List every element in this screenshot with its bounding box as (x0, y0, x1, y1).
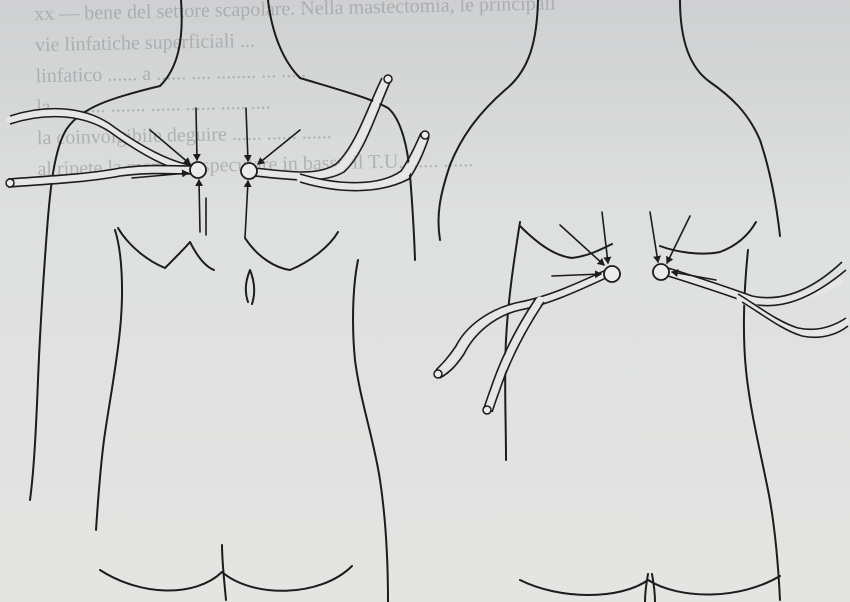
vessel-tip (421, 131, 429, 139)
vessel-tip (6, 179, 14, 187)
vessel-right-up-b (255, 82, 390, 180)
arrow (560, 225, 604, 265)
vessel-back-left-d (492, 302, 544, 412)
back-left-shoulder-line (438, 0, 538, 240)
front-torso-outline (30, 0, 415, 602)
back-left-arrows (552, 212, 608, 276)
arrow (258, 130, 300, 164)
vessel-tip (384, 75, 392, 83)
right-breast-fold (245, 232, 338, 270)
right-side-line (353, 260, 388, 602)
lymph-node-left-axilla (190, 162, 206, 178)
back-right-lymph-vessels (668, 262, 848, 337)
back-right-shoulder-line (680, 0, 780, 236)
left-waist-line (96, 230, 122, 530)
arrow (196, 108, 197, 160)
back-torso-outline (438, 0, 780, 602)
left-breast-fold (118, 228, 190, 268)
back-right-hip-curve (648, 576, 780, 595)
center-line-bottom (222, 545, 226, 600)
gluteal-cleft (645, 574, 648, 602)
arrow (650, 212, 658, 262)
arrow (246, 108, 248, 161)
arrow (245, 181, 248, 238)
gluteal-cleft-2 (652, 574, 655, 602)
vessel-tip (434, 370, 442, 378)
lymph-node-back-right (653, 264, 669, 280)
arrow (602, 212, 608, 263)
lymph-node-back-left (604, 266, 620, 282)
left-hip-curve (100, 570, 222, 591)
vessel-tip (483, 406, 491, 414)
back-left-lymph-vessels (434, 270, 606, 414)
right-hip-curve (222, 566, 352, 591)
lymph-node-right-axilla (241, 163, 257, 179)
arrow (667, 216, 690, 263)
arrow (199, 180, 200, 232)
neck-left-line (160, 0, 182, 86)
sternum-fold (190, 242, 214, 270)
back-left-hip-curve (520, 580, 648, 595)
neck-right-line (268, 0, 300, 78)
navel-mark (246, 270, 254, 304)
right-shoulder-line (300, 78, 415, 260)
